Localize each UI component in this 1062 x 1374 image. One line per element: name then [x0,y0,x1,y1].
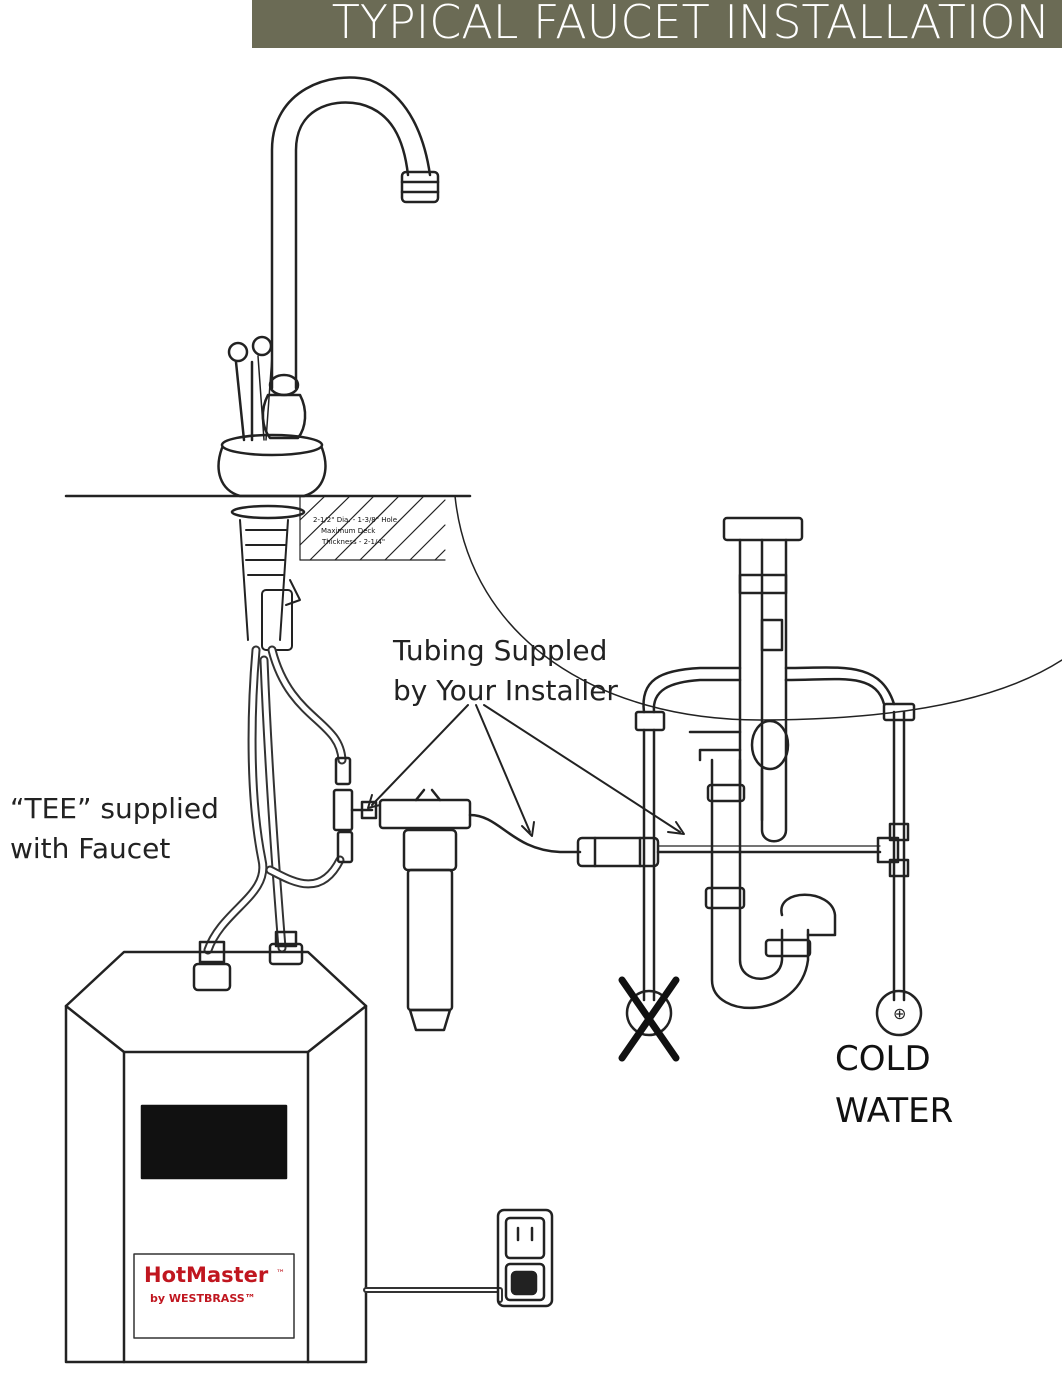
cold-supply-hose [267,645,347,765]
water-heater [64,930,368,1364]
installer-tubing [468,813,582,854]
faucet-base-top [220,433,324,457]
tubing-label-line1: Tubing Suppled [392,634,607,667]
check-valve [576,836,660,868]
hole-spec-line3: Thickness - 2-1/4" [321,538,385,546]
brand-plate [133,1253,295,1339]
spout-nozzle [400,170,440,204]
deck-hatch [299,495,446,561]
brand-logo: HotMaster ™ by WESTBRASS™ [144,1263,285,1305]
faucet-shank [239,519,301,651]
tee-fitting [332,756,378,864]
tee-label-line1: “TEE” supplied [10,792,219,825]
hole-spec-line2: Maximum Deck [321,527,376,535]
faucet-spout [270,76,432,390]
brand-sub: by WESTBRASS™ [150,1292,256,1305]
tubing-label-line2: by Your Installer [393,674,618,707]
cold-valve-icon: ⊕ [893,1004,906,1023]
cold-supply-pipe [875,702,923,1037]
hole-spec-label: 2-1/2" Dia. - 1-3/8" Hole Maximum Deck T… [313,516,397,546]
wall-outlet [496,1208,554,1308]
brand-name: HotMaster [144,1263,269,1287]
hole-spec-line1: 2-1/2" Dia. - 1-3/8" Hole [313,516,397,524]
shutoff-x [618,976,680,1062]
header-banner: TYPICAL FAUCET INSTALLATION [0,0,1062,49]
cabinet-arc [454,495,1062,721]
cold-water-label-line1: COLD [835,1039,931,1079]
power-cord [363,1287,503,1303]
cold-water-label-line2: WATER [835,1091,953,1131]
hot-supply-pipe [625,710,673,1037]
tee-label-line2: with Faucet [10,832,170,865]
faucet-base [217,446,327,498]
drain-pipes [688,516,837,1010]
callout-arrows [367,704,685,837]
header-bar [252,0,1062,48]
heater-display [140,1104,288,1180]
page-title: TYPICAL FAUCET INSTALLATION [331,0,1050,49]
water-filter [378,788,472,1032]
brand-tm: ™ [276,1269,285,1279]
